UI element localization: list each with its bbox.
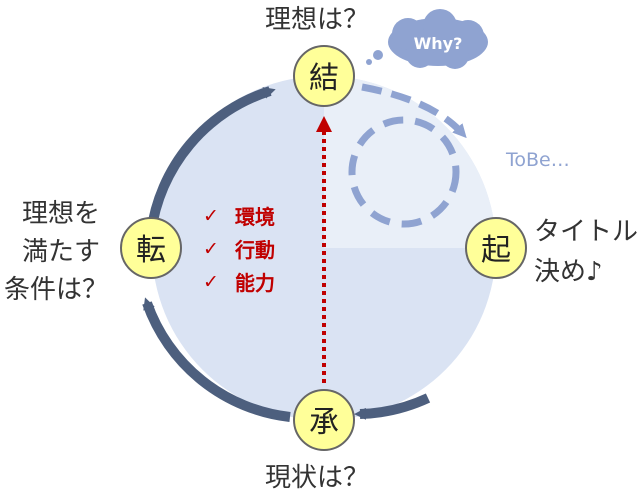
label-title-line-1: タイトル xyxy=(534,217,639,247)
checklist: ✓ 環境 ✓ 行動 ✓ 能力 xyxy=(203,199,275,298)
tobe-dashed-arrow xyxy=(361,83,467,139)
label-title-line-2: 決め♪ xyxy=(534,257,603,287)
check-icon: ✓ xyxy=(203,270,219,293)
checklist-item: ✓ 行動 xyxy=(203,232,275,265)
check-icon: ✓ xyxy=(203,237,219,260)
arrow-ki-to-sho xyxy=(354,393,431,420)
node-ten: 転 xyxy=(120,217,182,279)
node-ten-label: 転 xyxy=(136,233,166,268)
tobe-highlight-quadrant xyxy=(324,76,496,248)
why-label: Why? xyxy=(414,34,463,53)
label-conditions-line-2: 満たす xyxy=(22,237,101,267)
node-sho-label: 承 xyxy=(309,405,339,440)
label-current-state: 現状は？ xyxy=(265,463,370,493)
node-ki: 起 xyxy=(465,217,527,279)
node-sho: 承 xyxy=(293,389,355,451)
node-ketsu: 結 xyxy=(293,45,355,107)
checklist-item-label: 能力 xyxy=(235,271,275,295)
tobe-dashed-circle xyxy=(348,116,460,228)
node-ki-label: 起 xyxy=(481,233,511,268)
why-thought-cloud: Why? xyxy=(366,9,488,69)
label-conditions-line-1: 理想を xyxy=(22,199,101,229)
label-conditions-line-3: 条件は？ xyxy=(4,275,109,305)
checklist-item: ✓ 環境 xyxy=(203,199,275,232)
arrow-sho-to-ten xyxy=(142,297,291,422)
check-icon: ✓ xyxy=(203,204,219,227)
arrow-ten-to-ketsu xyxy=(146,86,276,234)
checklist-item-label: 環境 xyxy=(235,205,275,229)
checklist-item-label: 行動 xyxy=(235,238,275,262)
node-ketsu-label: 結 xyxy=(309,61,339,96)
checklist-item: ✓ 能力 xyxy=(203,265,275,298)
label-tobe: ToBe… xyxy=(506,149,570,171)
label-ideal: 理想は？ xyxy=(265,5,370,35)
